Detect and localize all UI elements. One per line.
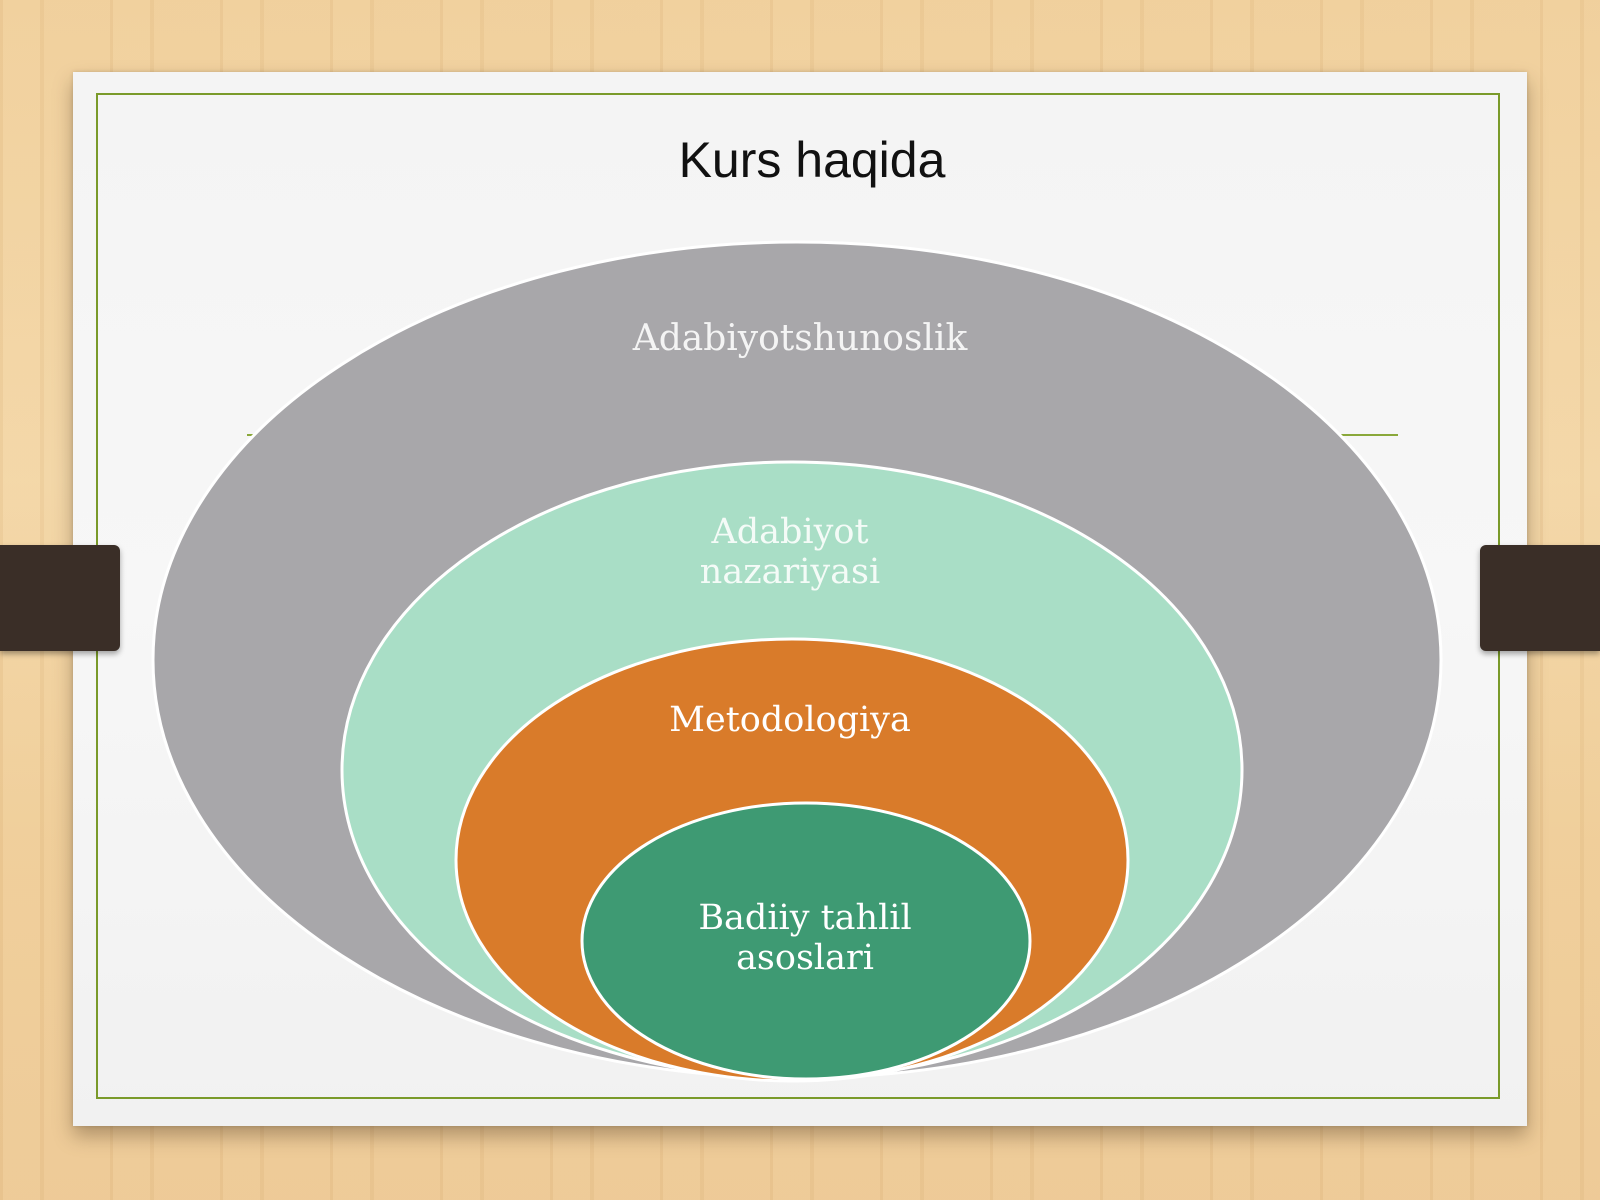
binder-clip-left: [0, 545, 120, 651]
label-adabiyot-nazariyasi: Adabiyot nazariyasi: [699, 512, 881, 593]
ring-badiiy-tahlil-asoslari: [580, 801, 1032, 1081]
label-adabiyotshunoslik: Adabiyotshunoslik: [632, 318, 968, 359]
slide-title: Kurs haqida: [678, 132, 946, 188]
binder-clip-right: [1480, 545, 1600, 651]
label-metodologiya: Metodologiya: [669, 700, 911, 740]
label-badiiy-tahlil-asoslari: Badiiy tahlil asoslari: [698, 898, 912, 979]
